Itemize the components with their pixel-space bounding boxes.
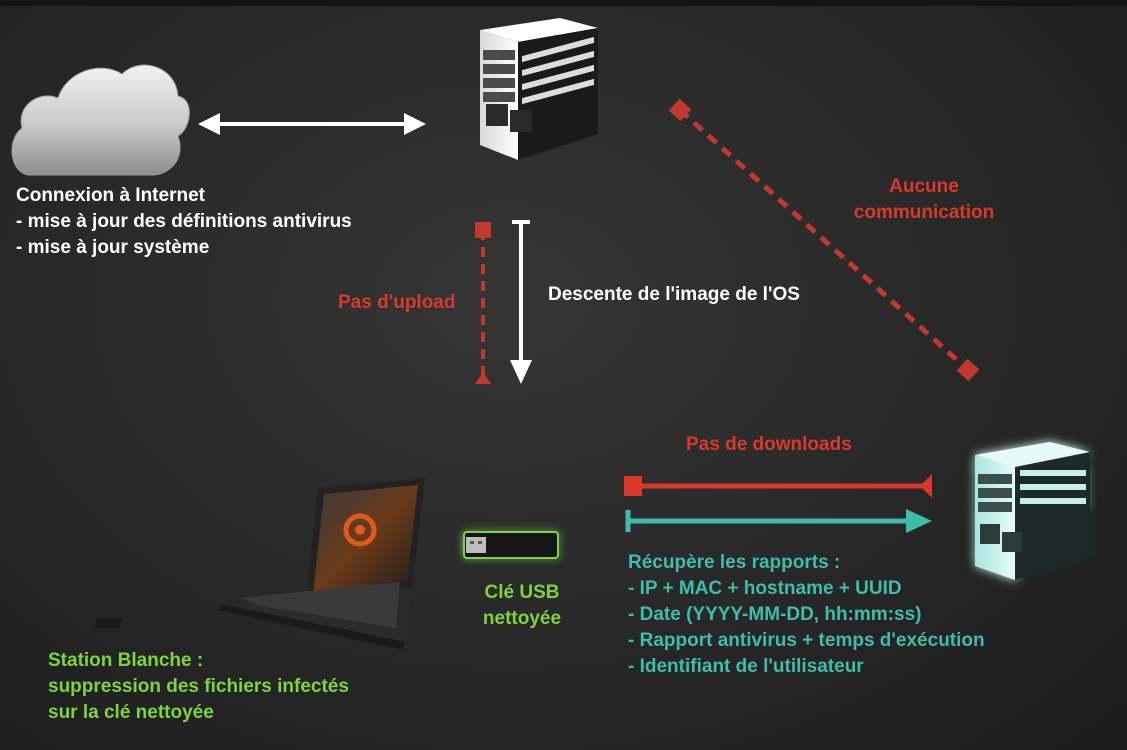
reports-item: - Date (YYYY-MM-DD, hh:mm:ss)	[628, 604, 922, 625]
reports-item: - Rapport antivirus + temps d'exécution	[628, 630, 985, 651]
internet-item: - mise à jour système	[16, 237, 210, 258]
os-image-arrow	[510, 220, 532, 384]
usb-key-label: Clé USB nettoyée	[482, 582, 562, 629]
top-bar	[0, 0, 1127, 6]
reports-item: - Identifiant de l'utilisateur	[628, 656, 864, 677]
server-icon	[480, 18, 598, 160]
reports-item: - IP + MAC + hostname + UUID	[628, 578, 902, 599]
no-upload-line	[475, 222, 491, 384]
os-image-label: Descente de l'image de l'OS	[548, 284, 800, 305]
internet-connection-label: Connexion à Internet - mise à jour des d…	[16, 183, 352, 261]
laptop-icon	[93, 478, 425, 650]
reports-arrow	[625, 509, 932, 533]
reports-title: Récupère les rapports :	[628, 552, 841, 573]
no-upload-label: Pas d'upload	[338, 292, 456, 313]
station-blanche-label: Station Blanche : suppression des fichie…	[48, 650, 349, 723]
internet-item: - mise à jour des définitions antivirus	[16, 211, 352, 232]
no-communication-line	[668, 98, 980, 382]
cloud-icon	[11, 64, 190, 176]
internet-link-arrow	[198, 113, 426, 135]
no-downloads-label: Pas de downloads	[686, 434, 852, 455]
usb-key-icon	[463, 531, 559, 559]
reports-label: Récupère les rapports : - IP + MAC + hos…	[628, 550, 985, 680]
no-communication-label: Aucune communication	[853, 176, 995, 223]
internet-title: Connexion à Internet	[16, 185, 205, 206]
no-downloads-line	[624, 474, 932, 498]
server-icon	[975, 442, 1090, 580]
